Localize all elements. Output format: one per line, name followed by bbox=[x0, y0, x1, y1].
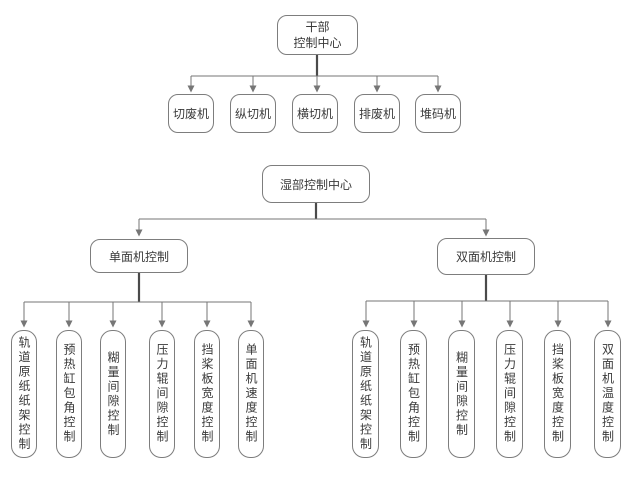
node-label: 挡桨板宽度控制 bbox=[550, 343, 565, 445]
node-label: 切废机 bbox=[172, 107, 209, 121]
node-double-facer-control: 双面机控制 bbox=[437, 238, 535, 275]
node-label: 排废机 bbox=[358, 107, 395, 121]
node-glue-gap-control: 糊量间隙控制 bbox=[448, 330, 475, 458]
node-pressure-roller-gap-control: 压力辊间隙控制 bbox=[496, 330, 523, 458]
node-label: 压力辊间隙控制 bbox=[502, 343, 517, 445]
node-paper-rack-control: 轨道原纸纸架控制 bbox=[11, 330, 37, 458]
node-double-facer-temperature-control: 双面机温度控制 bbox=[594, 330, 621, 458]
node-label-line2: 控制中心 bbox=[293, 36, 342, 50]
node-label: 双面机控制 bbox=[455, 250, 516, 264]
node-preheater-wrap-angle-control: 预热缸包角控制 bbox=[56, 330, 82, 458]
node-single-facer-speed-control: 单面机速度控制 bbox=[238, 330, 264, 458]
node-label: 糊量间隙控制 bbox=[106, 350, 120, 438]
node-label: 单面机控制 bbox=[108, 249, 169, 264]
node-paper-rack-control: 轨道原纸纸架控制 bbox=[352, 330, 379, 458]
node-slitter: 纵切机 bbox=[230, 94, 276, 133]
node-glue-gap-control: 糊量间隙控制 bbox=[100, 330, 126, 458]
node-label: 预热缸包角控制 bbox=[406, 343, 421, 445]
node-label: 单面机速度控制 bbox=[244, 343, 258, 445]
node-label: 挡桨板宽度控制 bbox=[200, 343, 214, 445]
node-waste-ejector: 排废机 bbox=[354, 94, 400, 133]
node-scrap-cutter: 切废机 bbox=[168, 94, 214, 133]
node-stacker: 堆码机 bbox=[415, 94, 461, 133]
node-baffle-width-control: 挡桨板宽度控制 bbox=[194, 330, 220, 458]
node-label: 压力辊间隙控制 bbox=[155, 343, 169, 445]
node-label: 预热缸包角控制 bbox=[62, 343, 76, 445]
node-label: 横切机 bbox=[296, 107, 333, 121]
node-pressure-roller-gap-control: 压力辊间隙控制 bbox=[149, 330, 175, 458]
node-label: 糊量间隙控制 bbox=[454, 350, 469, 438]
node-label: 纵切机 bbox=[234, 107, 271, 121]
node-preheater-wrap-angle-control: 预热缸包角控制 bbox=[400, 330, 427, 458]
node-label: 湿部控制中心 bbox=[279, 177, 352, 192]
node-label: 轨道原纸纸架控制 bbox=[358, 336, 373, 452]
node-dry-control-center: 干部 控制中心 bbox=[277, 15, 358, 55]
node-label-line1: 干部 bbox=[305, 20, 330, 34]
node-baffle-width-control: 挡桨板宽度控制 bbox=[544, 330, 571, 458]
node-single-facer-control: 单面机控制 bbox=[90, 239, 188, 273]
node-label: 双面机温度控制 bbox=[600, 343, 615, 445]
node-label: 堆码机 bbox=[419, 107, 456, 121]
node-wet-control-center: 湿部控制中心 bbox=[262, 165, 370, 203]
node-cross-cutter: 横切机 bbox=[292, 94, 338, 133]
node-label: 轨道原纸纸架控制 bbox=[17, 336, 31, 452]
